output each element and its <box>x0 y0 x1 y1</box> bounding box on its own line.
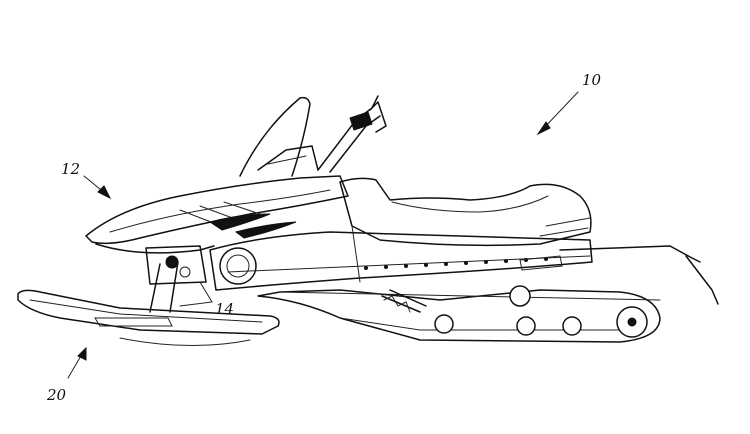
reference-label-14: 14 <box>215 300 235 318</box>
track <box>257 285 661 343</box>
front-cowl <box>85 175 349 254</box>
reference-label-12: 12 <box>61 160 81 178</box>
engine-pulley <box>219 247 257 285</box>
ski <box>17 289 280 346</box>
reference-label-10: 10 <box>582 71 602 89</box>
leader-lines <box>67 91 579 379</box>
reference-label-20: 20 <box>47 386 67 404</box>
seat <box>339 177 592 247</box>
windshield <box>239 96 319 177</box>
ski-leg <box>145 245 213 313</box>
side-panel <box>209 225 593 291</box>
rear-bumper <box>519 245 719 305</box>
handlebar <box>317 95 387 173</box>
